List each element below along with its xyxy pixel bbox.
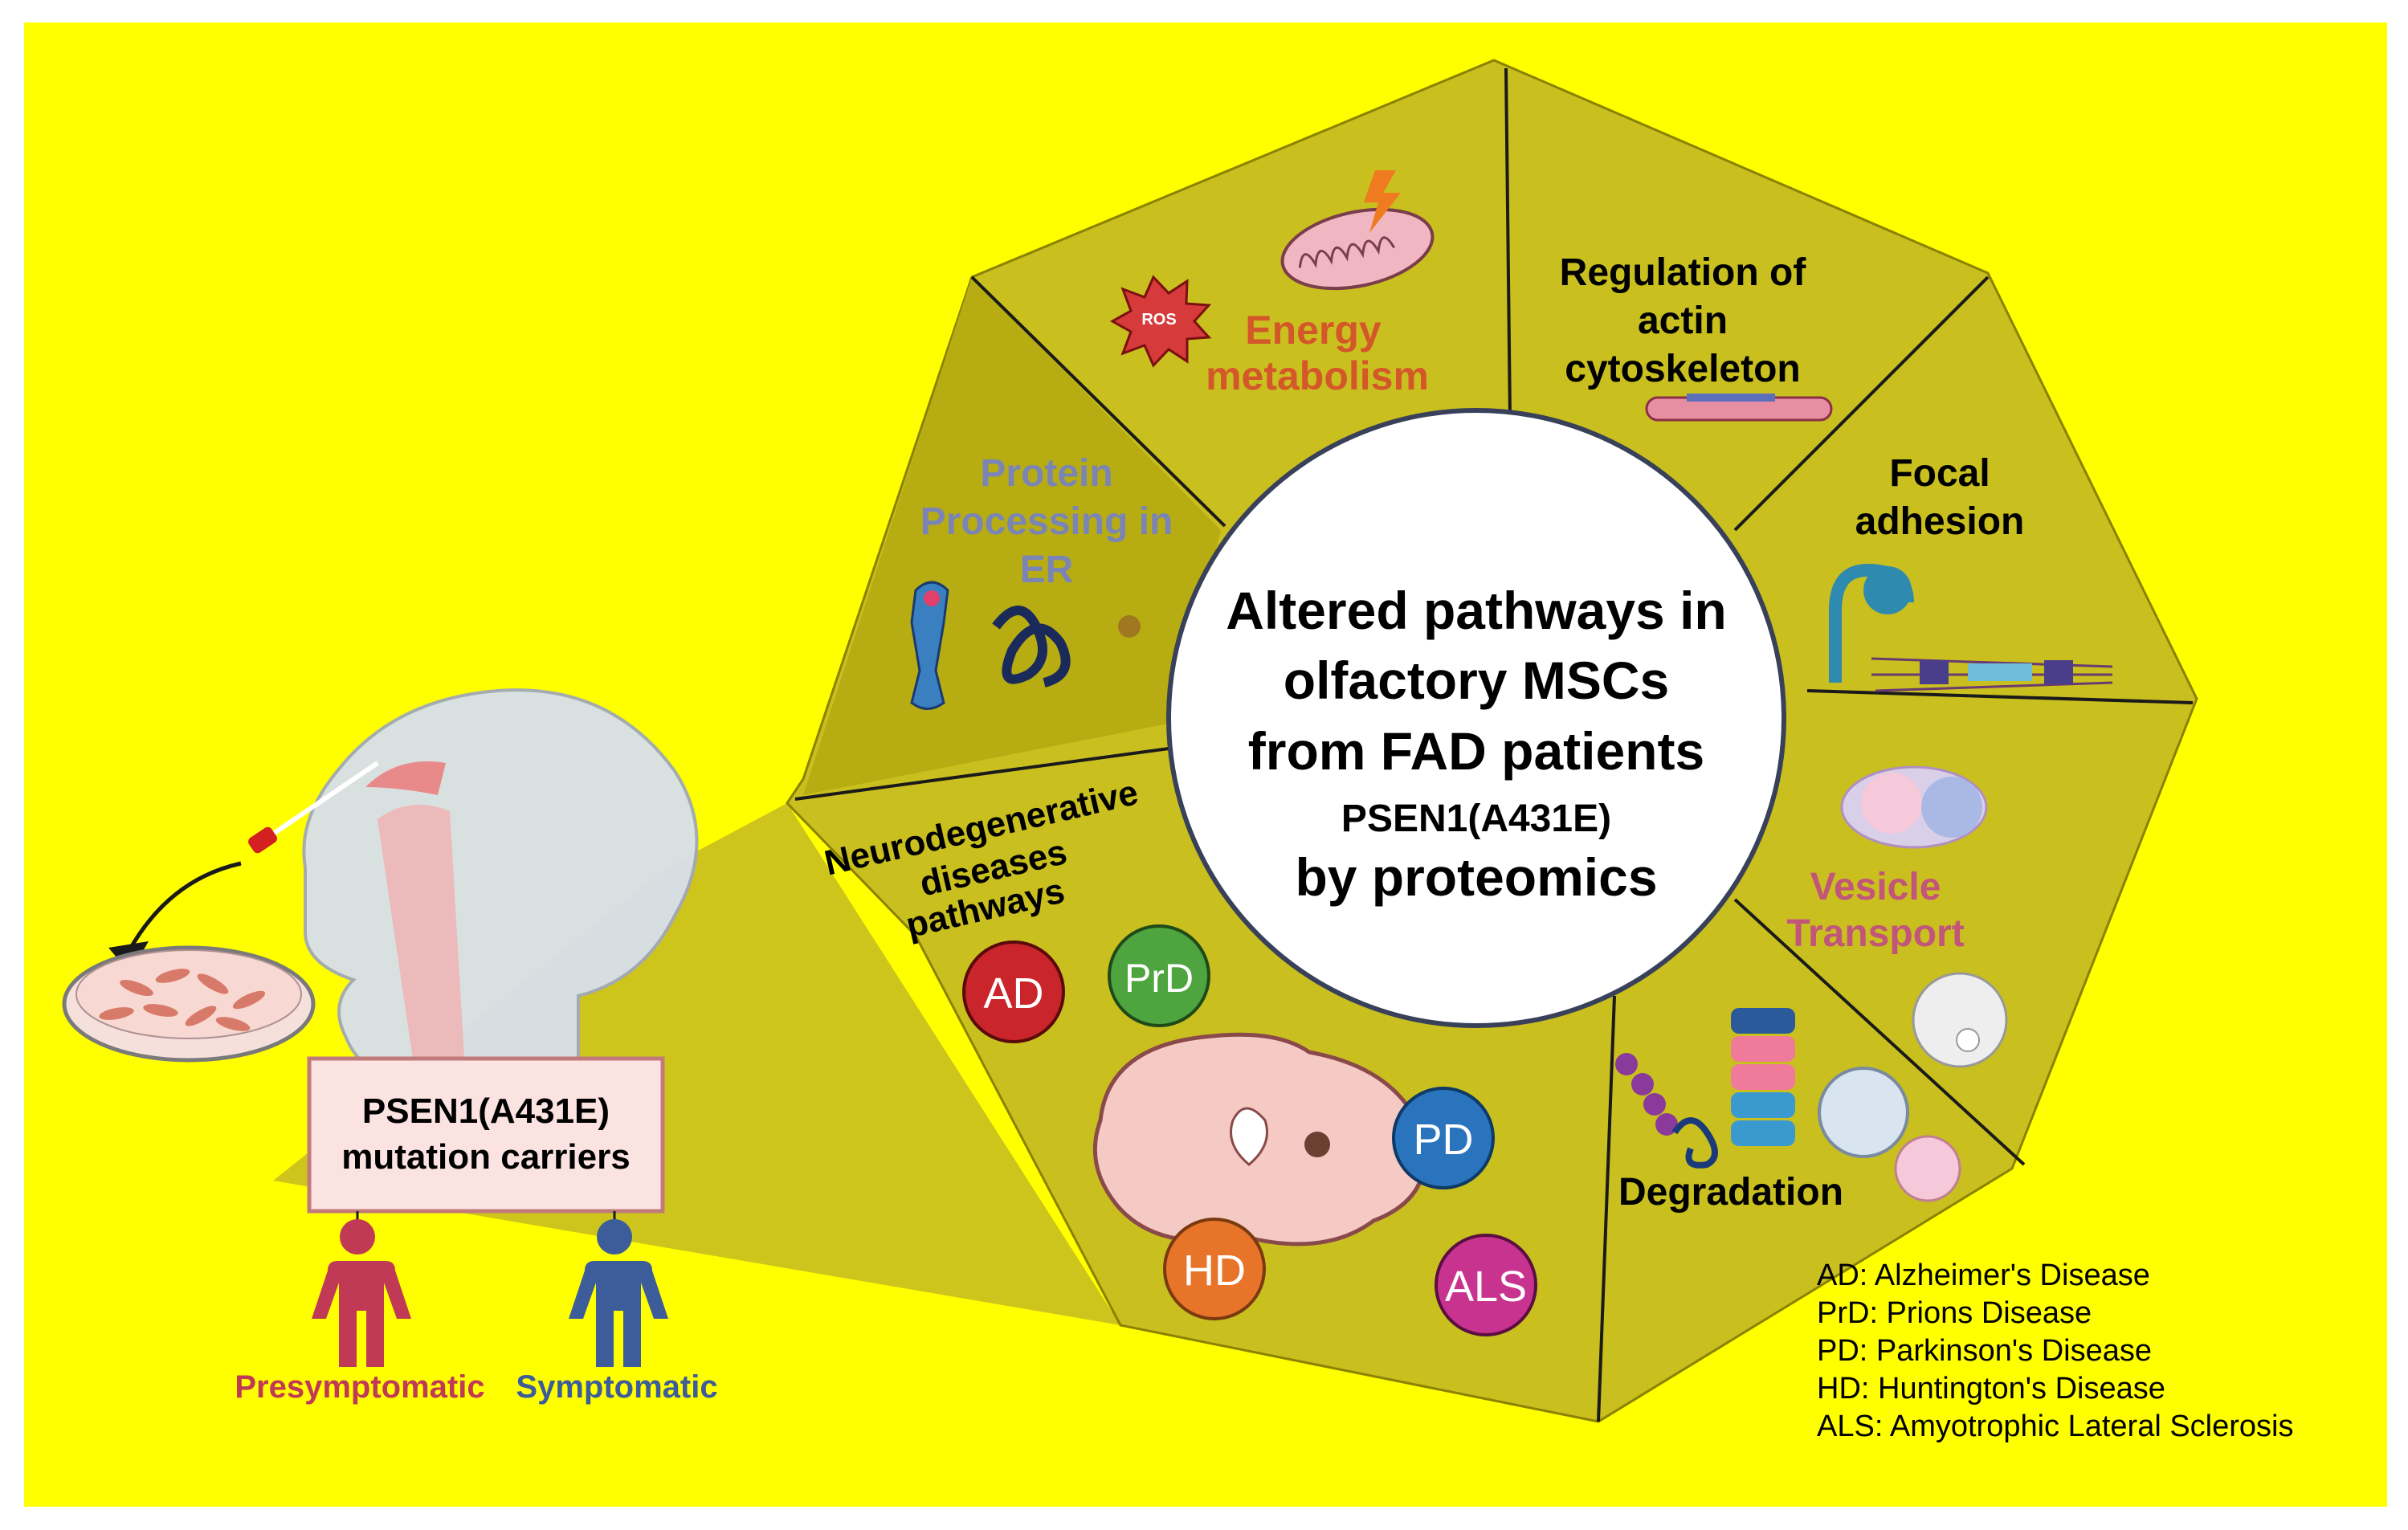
head-illustration: [248, 688, 699, 1175]
lightning-icon: [1364, 170, 1401, 233]
ad-badge-label: AD: [983, 969, 1043, 1018]
swab-stick-icon: [263, 761, 379, 842]
carriers-line-1: PSEN1(A431E): [362, 1091, 610, 1131]
cytoskeleton-label-3: cytoskeleton: [1565, 348, 1800, 390]
protein-label-3: ER: [1020, 549, 1074, 591]
legend-item-hd: HD: Huntington's Disease: [1817, 1372, 2165, 1406]
symptomatic-person-icon: [569, 1219, 668, 1367]
cytoskeleton-segment-art: Regulation of actin cytoskeleton: [1560, 251, 1833, 422]
carriers-box: [307, 1056, 665, 1214]
vesicle-1: [1861, 773, 1922, 834]
center-line-1: Altered pathways in: [1226, 581, 1727, 640]
legend-item-pd: PD: Parkinson's Disease: [1817, 1334, 2152, 1368]
prd-badge: [1108, 924, 1210, 1027]
proteasome-icon: [1731, 1008, 1795, 1146]
presymptomatic-label: Presymptomatic: [235, 1369, 484, 1405]
nasal-cavity-icon: [365, 761, 446, 795]
brain-ventricle-icon: [1230, 1107, 1268, 1166]
degradation-segment-art: Degradation: [1615, 1008, 1961, 1214]
energy-label-1: Energy: [1245, 308, 1382, 353]
ros-burst-icon: [1109, 275, 1212, 368]
vesicle-segment-art: Vesicle Transport: [1786, 765, 2008, 1068]
legend-item-ad: AD: Alzheimer's Disease: [1817, 1259, 2150, 1292]
legend-item-als: ALS: Amyotrophic Lateral Sclerosis: [1817, 1410, 2294, 1443]
carriers-line-2: mutation carriers: [341, 1137, 630, 1177]
cell-culture-icon: [99, 969, 266, 1031]
lysosome-inner: [1956, 1028, 1980, 1052]
autolysosome-icon: [1894, 1135, 1961, 1202]
degradation-label: Degradation: [1618, 1171, 1843, 1214]
autophagosome-icon: [1818, 1067, 1909, 1158]
center-line-3: from FAD patients: [1248, 721, 1704, 781]
vesicle-label-1: Vesicle: [1810, 866, 1941, 908]
brain-lesion-icon: [1304, 1132, 1330, 1157]
center-line-4: PSEN1(A431E): [1341, 798, 1611, 840]
focal-plaque-1: [1920, 660, 1949, 684]
focal-label-2: adhesion: [1855, 500, 2025, 543]
ad-badge: [962, 940, 1065, 1043]
vesicle-2: [1921, 777, 1982, 838]
protein-segment: [803, 277, 1221, 795]
actin-crosslink-icon: [1687, 394, 1775, 402]
energy-segment-art: ROS Energy metabolism: [1109, 170, 1435, 398]
prd-badge-label: PrD: [1124, 956, 1194, 1001]
focal-actin-icon: [1968, 663, 2032, 681]
legend-item-prd: PrD: Prions Disease: [1817, 1296, 2092, 1330]
hd-badge: [1163, 1218, 1266, 1320]
center-title: Altered pathways in olfactory MSCs from …: [1226, 581, 1727, 907]
chaperone-core: [924, 590, 940, 606]
ubiquitin-chain-icon: [1615, 1053, 1678, 1136]
throat-anatomy-icon: [378, 805, 466, 1092]
hd-badge-label: HD: [1183, 1246, 1246, 1295]
misfolded-protein-icon: [992, 606, 1071, 687]
cytoskeleton-label-2: actin: [1638, 300, 1728, 342]
presymptomatic-person-icon: [312, 1219, 411, 1367]
focal-label-1: Focal: [1889, 452, 1990, 495]
center-line-2: olfactory MSCs: [1284, 651, 1669, 710]
segment-dividers: [794, 67, 2194, 1422]
focal-plaque-2: [2044, 660, 2073, 684]
center-line-5: by proteomics: [1295, 847, 1657, 907]
swab-to-dish-arrow: [126, 861, 242, 953]
als-badge: [1435, 1234, 1537, 1336]
chaperone-icon: [910, 581, 949, 710]
protein-label-1: Protein: [980, 452, 1112, 495]
mitochondrion-cristae: [1298, 236, 1395, 268]
er-particle-icon: [1118, 615, 1141, 638]
als-badge-label: ALS: [1445, 1263, 1527, 1311]
petri-dish-icon: [62, 945, 316, 1063]
integrin-head-icon: [1863, 566, 1912, 614]
ros-label: ROS: [1141, 311, 1176, 328]
mitochondrion-icon: [1280, 207, 1435, 291]
cytoskeleton-label-1: Regulation of: [1560, 251, 1807, 294]
vesicle-label-2: Transport: [1786, 912, 1964, 955]
swab-tip-icon: [248, 826, 277, 854]
abbreviation-legend: AD: Alzheimer's Disease PrD: Prions Dise…: [1817, 1259, 2294, 1443]
pd-badge-label: PD: [1413, 1116, 1473, 1164]
protein-chain-icon: [1671, 1117, 1718, 1169]
protein-label-2: Processing in: [920, 500, 1173, 543]
focal-segment-art: Focal adhesion: [1829, 452, 2113, 692]
lysosome-icon: [1912, 972, 2008, 1068]
symptomatic-label: Symptomatic: [516, 1369, 717, 1405]
energy-label-2: metabolism: [1206, 353, 1429, 398]
center-circle: [1166, 408, 1786, 1028]
pd-badge: [1392, 1087, 1495, 1189]
protein-segment-art: Protein Processing in ER: [910, 452, 1173, 710]
